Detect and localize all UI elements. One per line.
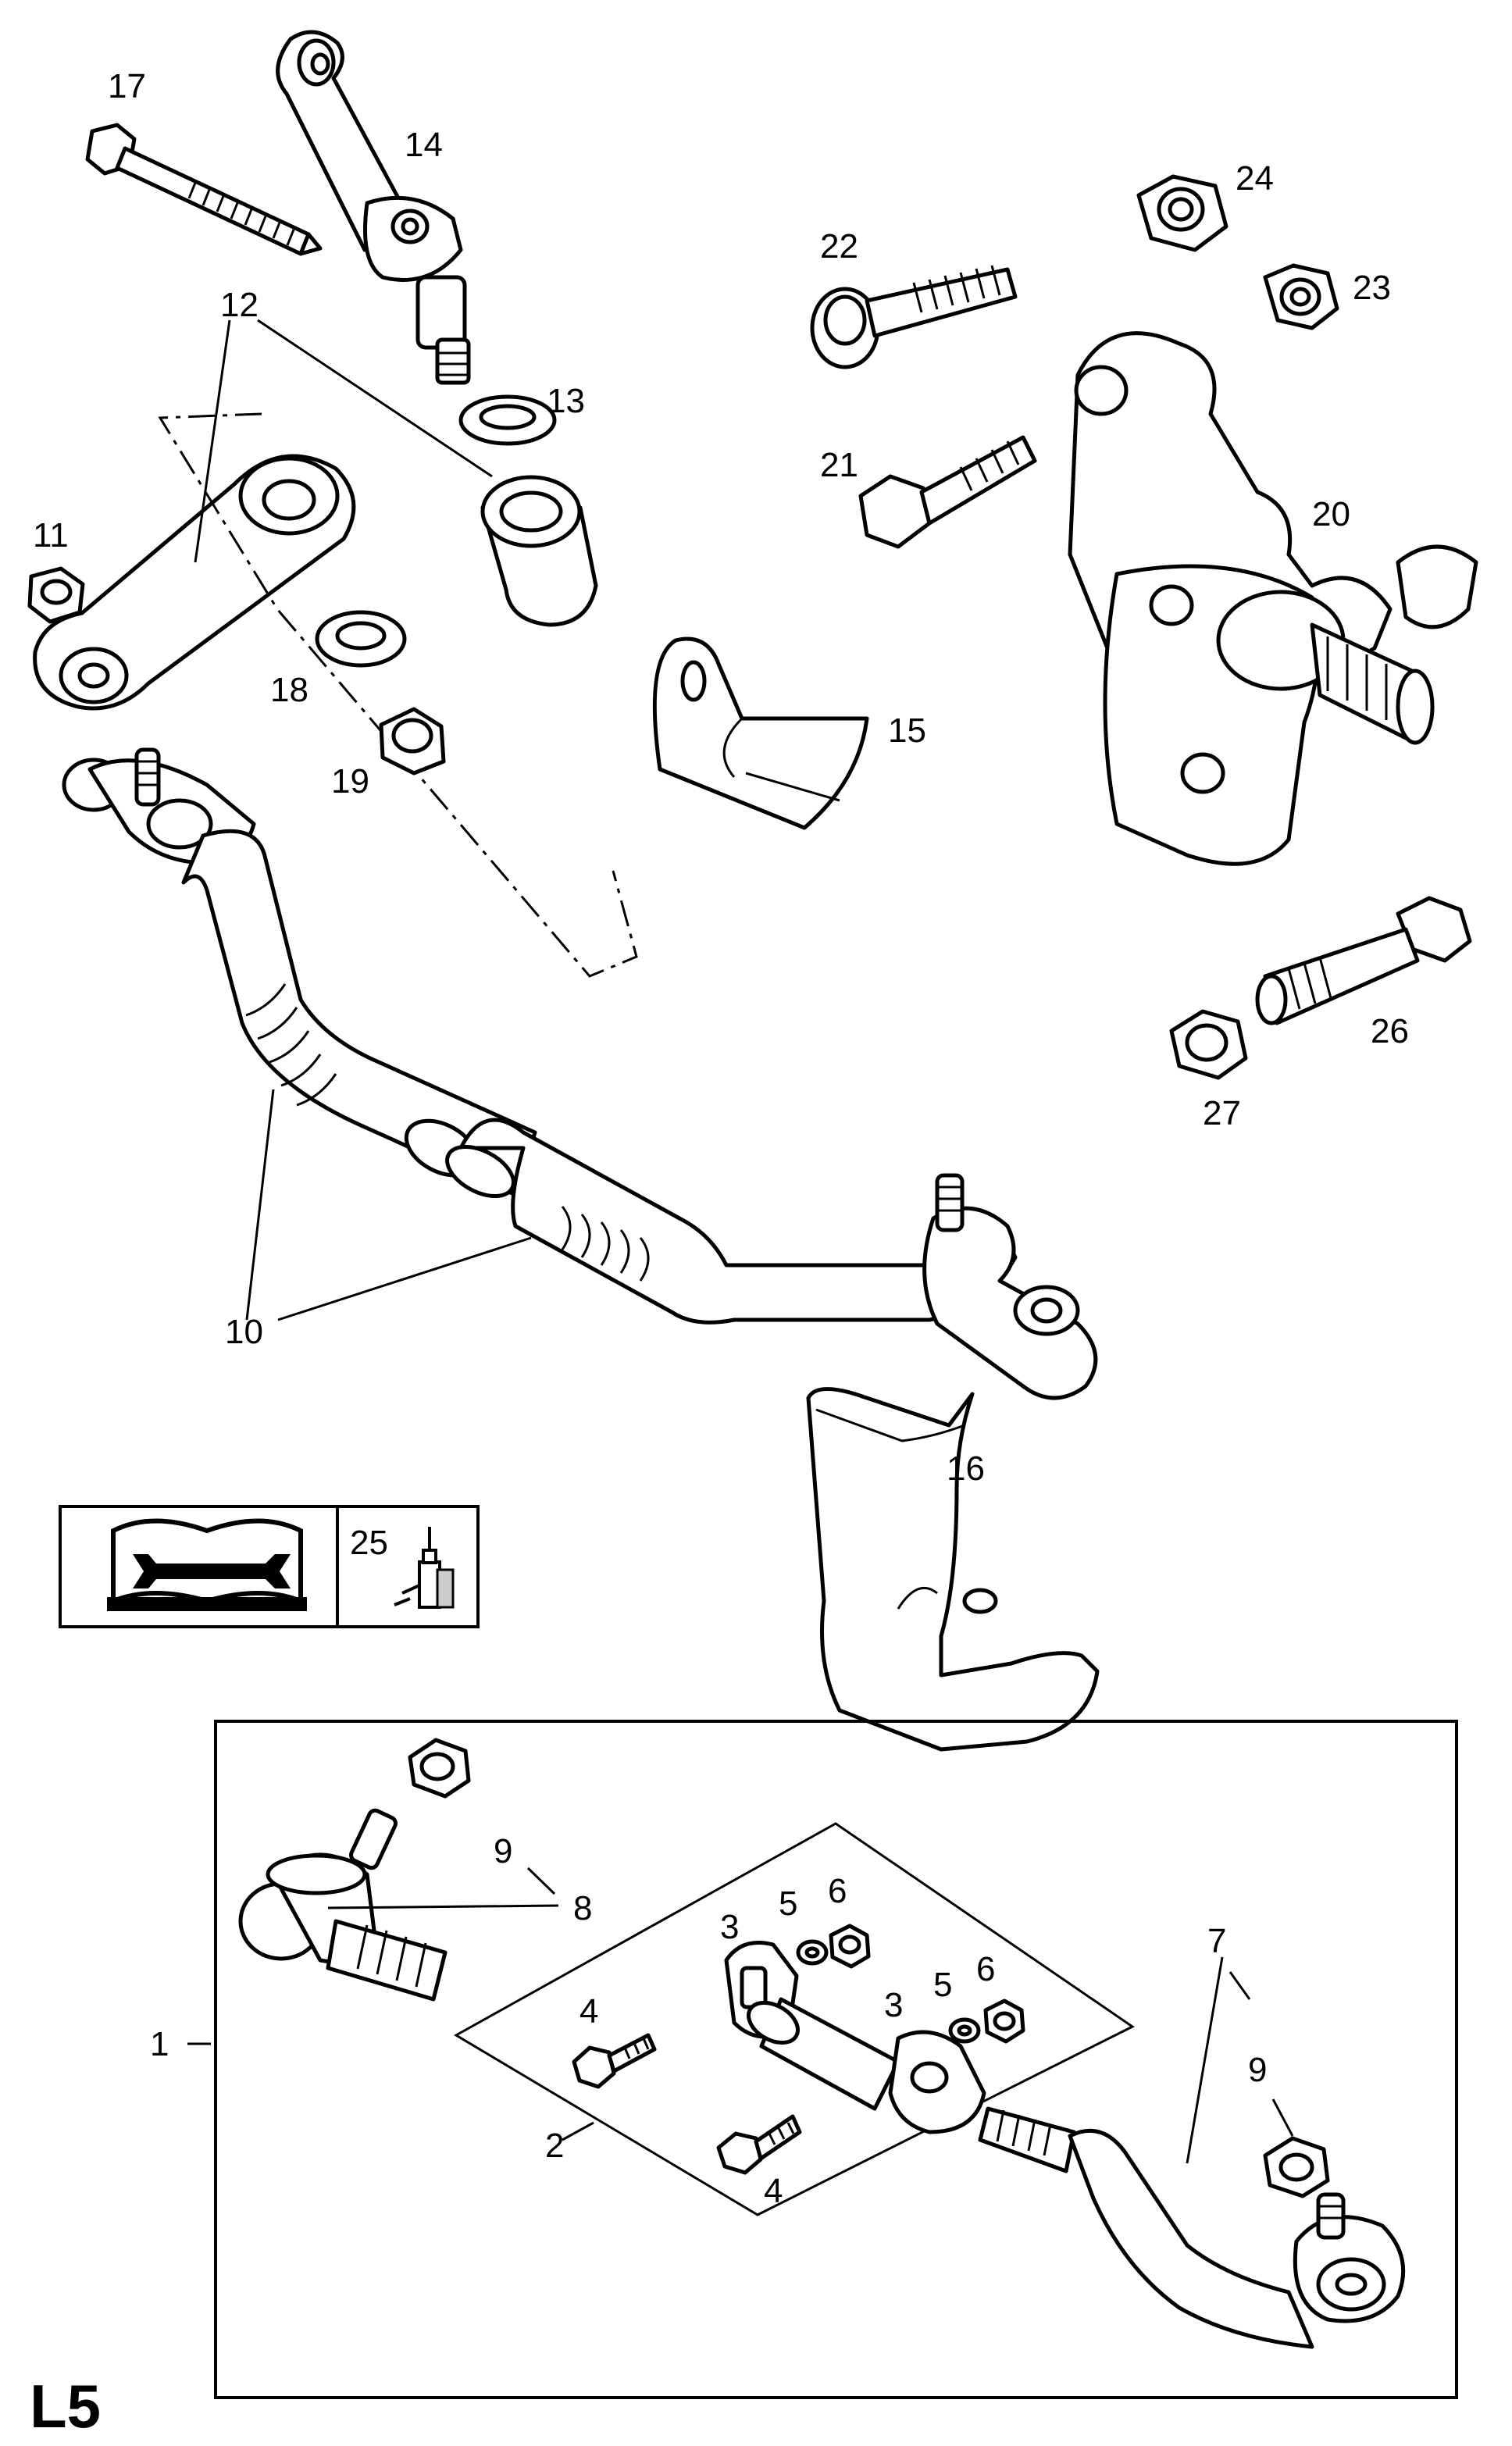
callout-10: 10 — [225, 1313, 263, 1351]
part-9-nut-lower — [1263, 2136, 1330, 2198]
part-10-track-rod — [62, 747, 1098, 1400]
clamp-kit-outline — [453, 1822, 1135, 2216]
callout-25: 25 — [350, 1524, 388, 1562]
manual-wrench-icon — [107, 1518, 307, 1611]
part-23-flange-nut — [1263, 263, 1339, 330]
callout-21: 21 — [820, 446, 858, 484]
callout-5-lower: 5 — [933, 1966, 952, 2004]
callout-16: 16 — [947, 1449, 985, 1488]
part-18-washer — [315, 610, 407, 668]
callout-23: 23 — [1353, 269, 1391, 307]
callout-2: 2 — [545, 2127, 564, 2165]
part-14-idler-pin — [276, 30, 471, 385]
part-12-idler-arm — [33, 412, 638, 978]
part-20-steering-knuckle — [1068, 331, 1478, 866]
callout-7: 7 — [1207, 1922, 1226, 1960]
sealant-bottle-icon — [394, 1527, 455, 1609]
callout-6-upper: 6 — [828, 1872, 847, 1910]
callout-20: 20 — [1312, 495, 1350, 533]
part-24-flange-nut — [1136, 174, 1228, 252]
part-6-nut-lower — [983, 1999, 1025, 2044]
part-4-bolt-lower — [716, 2114, 802, 2175]
part-16-shield — [806, 1387, 1100, 1752]
service-info-box — [59, 1505, 480, 1628]
callout-9-lower: 9 — [1248, 2051, 1267, 2089]
part-15-bracket — [652, 636, 869, 830]
callout-22: 22 — [820, 227, 858, 266]
callout-13: 13 — [547, 382, 585, 420]
part-27-nut — [1169, 1009, 1248, 1080]
part-5-washer-upper — [796, 1939, 829, 1966]
callout-15: 15 — [888, 711, 926, 750]
callout-19: 19 — [331, 762, 369, 800]
part-5-washer-lower — [948, 2017, 981, 2044]
callout-11: 11 — [33, 516, 69, 554]
part-6-nut-upper — [829, 1924, 871, 1969]
callout-3-upper: 3 — [720, 1908, 739, 1946]
part-26-bolt — [1255, 896, 1472, 1025]
callout-3-lower: 3 — [884, 1986, 903, 2024]
kit-frame — [214, 1720, 1458, 2399]
page-code: L5 — [30, 2372, 101, 2441]
callout-17: 17 — [108, 67, 146, 105]
callout-4-upper: 4 — [579, 1992, 598, 2031]
leader-lines — [187, 319, 1294, 2164]
part-21-bolt — [858, 435, 1037, 549]
callout-1: 1 — [150, 2025, 169, 2063]
part-4-bolt-upper — [572, 2033, 657, 2089]
callout-27: 27 — [1203, 1094, 1241, 1132]
callout-labels: 17 14 12 13 11 18 19 10 15 16 22 21 24 2… — [33, 67, 1409, 2210]
callout-8: 8 — [573, 1889, 592, 1927]
callout-14: 14 — [405, 126, 443, 164]
part-22-bolt — [810, 265, 1018, 369]
part-8-ball-joint — [238, 1808, 448, 2002]
part-7-tie-rod-end — [978, 2106, 1406, 2349]
part-17-bolt — [85, 123, 323, 256]
part-13-washer — [458, 394, 557, 446]
callout-12: 12 — [220, 286, 259, 324]
callout-18: 18 — [270, 671, 308, 709]
part-3-sleeve — [747, 1997, 900, 2111]
part-9-nut-upper — [408, 1738, 471, 1799]
part-11-nut — [27, 566, 85, 624]
part-19-nut — [379, 707, 446, 776]
callout-26: 26 — [1371, 1012, 1409, 1050]
callout-5-upper: 5 — [779, 1884, 797, 1923]
callout-4-lower: 4 — [764, 2172, 783, 2210]
callout-6-lower: 6 — [976, 1950, 995, 1988]
part-3-clamp-right — [888, 2030, 986, 2134]
callout-24: 24 — [1236, 159, 1274, 198]
callout-9-upper: 9 — [494, 1832, 512, 1870]
